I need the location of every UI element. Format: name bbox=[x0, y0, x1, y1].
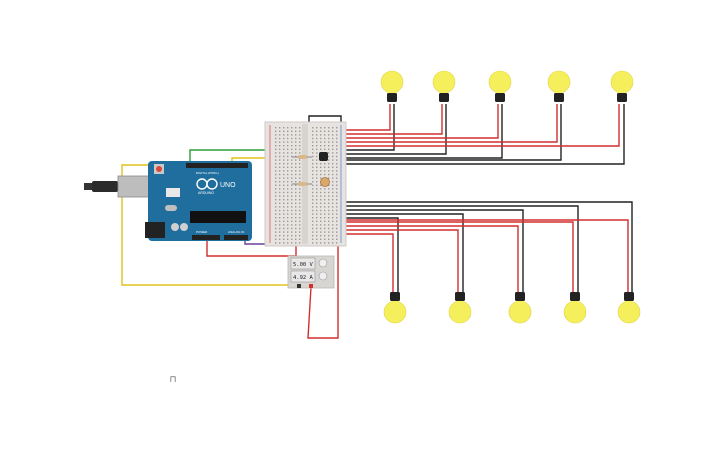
wire-red-ps-loop[interactable] bbox=[307, 240, 339, 339]
arduino-analog-label: ANALOG IN bbox=[228, 230, 244, 234]
arduino-uno-board[interactable]: UNO ARDUINO DIGITAL (PWM~) POWER ANALOG … bbox=[84, 161, 252, 241]
wire-bulb-1-black[interactable] bbox=[340, 104, 395, 151]
light-bulb-7[interactable] bbox=[448, 292, 472, 324]
wire-bulb-6-black[interactable] bbox=[340, 217, 399, 292]
wire-bulb-5-black[interactable] bbox=[340, 104, 625, 165]
power-supply[interactable]: 5.00 V 4.92 A bbox=[287, 255, 335, 289]
wire-bulb-7-red[interactable] bbox=[340, 229, 459, 292]
photoresistor[interactable] bbox=[320, 177, 330, 187]
resistor-2[interactable] bbox=[292, 182, 312, 186]
light-bulb-10[interactable] bbox=[617, 292, 641, 324]
wire-bulb-5-red[interactable] bbox=[340, 104, 620, 147]
wire-bulb-6-red[interactable] bbox=[340, 233, 394, 292]
wires bbox=[121, 104, 633, 339]
usb-cable[interactable] bbox=[84, 175, 152, 198]
current-display-bg bbox=[290, 270, 316, 283]
ruler-icon[interactable]: ⊓ bbox=[169, 375, 177, 385]
light-bulb-5[interactable] bbox=[610, 70, 634, 102]
wire-bulb-8-black[interactable] bbox=[340, 209, 524, 292]
voltage-display-bg bbox=[290, 257, 316, 270]
light-bulb-4[interactable] bbox=[547, 70, 571, 102]
terminal-negative[interactable] bbox=[297, 284, 301, 288]
breadboard[interactable] bbox=[264, 121, 347, 247]
light-bulb-2[interactable] bbox=[432, 70, 456, 102]
light-bulb-3[interactable] bbox=[488, 70, 512, 102]
resistor-1[interactable] bbox=[292, 155, 312, 159]
wire-bulb-4-red[interactable] bbox=[340, 104, 558, 143]
wire-yellow-power[interactable] bbox=[121, 164, 300, 286]
voltage-knob[interactable] bbox=[318, 258, 328, 268]
wire-bulb-4-black[interactable] bbox=[340, 104, 562, 161]
arduino-digital-label: DIGITAL (PWM~) bbox=[196, 171, 219, 175]
wire-bulb-2-black[interactable] bbox=[340, 104, 447, 155]
temperature-sensor[interactable] bbox=[319, 152, 328, 161]
arduino-brand-label: ARDUINO bbox=[198, 191, 214, 195]
current-display: 4.92 A bbox=[293, 275, 314, 281]
wire-bulb-10-black[interactable] bbox=[340, 201, 633, 292]
arduino-model-label: UNO bbox=[220, 182, 236, 189]
light-bulb-8[interactable] bbox=[508, 292, 532, 324]
wire-bulb-9-black[interactable] bbox=[340, 205, 579, 292]
voltage-display: 5.00 V bbox=[293, 262, 314, 268]
wire-bulb-1-red[interactable] bbox=[340, 104, 391, 131]
light-bulb-1[interactable] bbox=[380, 70, 404, 102]
light-bulb-6[interactable] bbox=[383, 292, 407, 324]
wire-bulb-9-red[interactable] bbox=[340, 221, 574, 292]
light-bulb-9[interactable] bbox=[563, 292, 587, 324]
arduino-power-label: POWER bbox=[196, 230, 208, 234]
wire-bulb-3-black[interactable] bbox=[340, 104, 503, 159]
wire-bulb-2-red[interactable] bbox=[340, 104, 443, 135]
terminal-positive[interactable] bbox=[309, 284, 313, 288]
arduino-logo bbox=[196, 178, 218, 190]
wire-bulb-8-red[interactable] bbox=[340, 225, 519, 292]
light-bulbs bbox=[380, 70, 641, 324]
wire-bulb-7-black[interactable] bbox=[340, 213, 464, 292]
wire-bulb-3-red[interactable] bbox=[340, 104, 499, 139]
wire-bulb-10-red[interactable] bbox=[340, 219, 629, 292]
current-knob[interactable] bbox=[318, 271, 328, 281]
